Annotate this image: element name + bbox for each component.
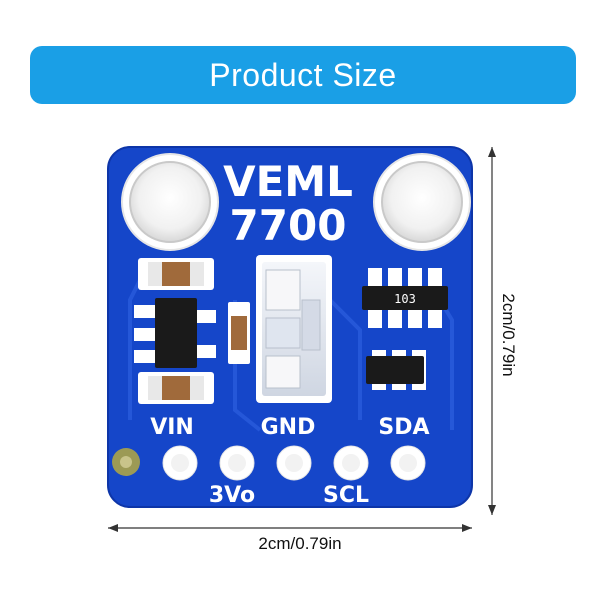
pin-label-3vo: 3Vo <box>209 483 255 508</box>
resistor-network-code: 103 <box>394 292 416 306</box>
pin-label-scl: SCL <box>323 483 369 508</box>
header-pins <box>162 445 426 481</box>
width-dimension-label: 2cm/0.79in <box>258 534 342 553</box>
pin-label-gnd: GND <box>261 415 316 440</box>
pin-label-vin: VIN <box>150 415 194 440</box>
product-size-banner: Product Size <box>30 46 576 104</box>
board-name-line2: 7700 <box>230 201 347 250</box>
width-dimension-line <box>108 524 472 532</box>
light-sensor <box>256 255 332 403</box>
height-dimension-label: 2cm/0.79in <box>499 293 518 377</box>
regulator-chip <box>134 298 216 368</box>
mounting-hole-left <box>121 153 219 251</box>
capacitor-bottom-left <box>138 372 214 404</box>
transistor-chip <box>366 350 426 390</box>
corner-pad <box>112 448 140 476</box>
board-name-line1: VEML <box>223 157 353 206</box>
pin-label-sda: SDA <box>378 415 429 440</box>
height-dimension-line <box>488 147 496 515</box>
resistor-small <box>228 302 250 364</box>
mounting-hole-right <box>373 153 471 251</box>
banner-title: Product Size <box>209 56 397 93</box>
capacitor-top-left <box>138 258 214 290</box>
resistor-network: 103 <box>362 268 448 328</box>
